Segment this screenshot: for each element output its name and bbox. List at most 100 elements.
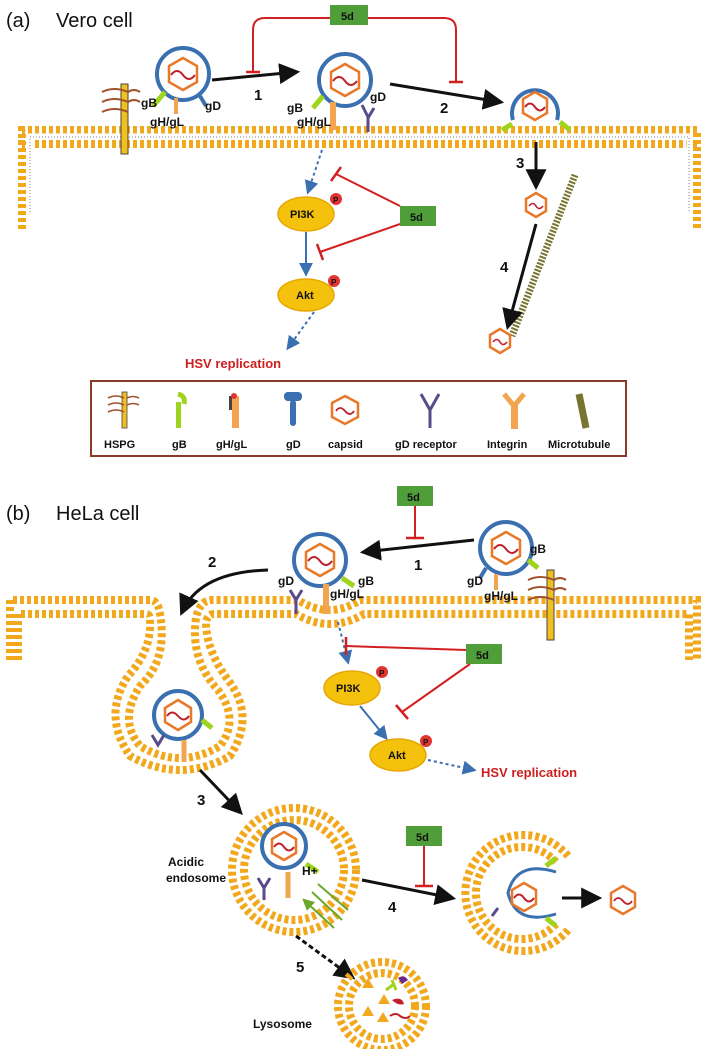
fused-endosome-b (461, 831, 572, 955)
legend-item-gd-receptor: gD receptor (395, 439, 457, 451)
signal-arrow-pi3k-akt-b (359, 705, 388, 741)
signal-arrow-akt-replication-a (286, 311, 315, 351)
gd-receptor-icon (419, 393, 441, 428)
step-1-a: 1 (254, 87, 262, 104)
akt-phospho-b: P (423, 738, 429, 747)
legend-item-microtubule: Microtubule (548, 439, 610, 451)
akt-node-a (277, 275, 340, 312)
capsid-released-b (609, 884, 637, 916)
label-gHgL-a1: gH/gL (150, 115, 184, 129)
capsid-nucleus-a (488, 327, 512, 355)
pi3k-node-a (277, 193, 342, 232)
replication-label-a: HSV replication (185, 356, 281, 371)
inhibitor-label-top-a: 5d (341, 11, 354, 23)
legend-item-hspg: HSPG (104, 439, 135, 451)
inhibit-bar-akt-a (315, 243, 325, 261)
step-2-a: 2 (440, 100, 448, 117)
step-3-a: 3 (516, 155, 524, 172)
inhibit-line-akt-a (319, 223, 401, 253)
label-gHgL-b2: gH/gL (330, 587, 364, 601)
akt-node-b (369, 735, 432, 772)
pi3k-label-b: PI3K (336, 683, 361, 695)
label-gHgL-b1: gH/gL (484, 589, 518, 603)
virion-attached-b (288, 532, 356, 614)
akt-phospho-a: P (331, 278, 337, 287)
label-gB-b1: gB (530, 542, 546, 556)
pi3k-phospho-b: P (379, 669, 385, 678)
legend-item-capsid: capsid (328, 439, 363, 451)
proton-label: H+ (302, 864, 318, 878)
gd-icon (284, 392, 302, 426)
pi3k-label-a: PI3K (290, 209, 315, 221)
step-1-b: 1 (414, 557, 422, 574)
arrow-step-2-a (389, 82, 505, 110)
inhibitor-box-top-a (330, 5, 368, 25)
pi3k-phospho-a: P (333, 196, 339, 205)
arrow-step-5-b (295, 934, 356, 980)
microtubule-a (508, 173, 579, 338)
inhibit-line-top-a (252, 17, 457, 82)
label-gD-a1: gD (205, 99, 221, 113)
inhibit-bar-akt-b (395, 704, 409, 720)
arrow-step-4-b (361, 878, 457, 906)
panel-b: (b) HeLa cell gB gD gH/gL 1 5d (6, 486, 701, 1049)
inhibitor-box-mid-b (466, 644, 502, 664)
arrow-step-3-b (198, 768, 243, 816)
virion-approaching-a (151, 46, 211, 114)
label-gB-a2: gB (287, 101, 303, 115)
inhibit-line-akt-b (401, 663, 471, 713)
virion-approaching-b (478, 520, 540, 590)
hspg-receptor-b (527, 569, 567, 641)
legend: HSPG gB gH/gL gD capsid gD receptor Inte… (90, 380, 627, 457)
legend-item-gb: gB (172, 439, 187, 451)
step-3-b: 3 (197, 792, 205, 809)
legend-item-gd: gD (286, 439, 301, 451)
endosome-label-2: endosome (166, 871, 226, 885)
arrow-step-2-b (179, 568, 269, 616)
capsid-icon (330, 394, 360, 426)
inhibit-bar-pi3k-a (329, 166, 343, 182)
inhibitor-label-top-b: 5d (407, 492, 420, 504)
label-gD-b2: gD (278, 574, 294, 588)
gb-icon (176, 391, 187, 428)
endosome-label-1: Acidic (168, 855, 204, 869)
inhibit-line-pi3k-b (345, 645, 467, 651)
label-gB-b2: gB (358, 574, 374, 588)
label-gD-a2: gD (370, 90, 386, 104)
panel-a-tag: (a) (6, 10, 30, 32)
hspg-receptor-a (101, 83, 141, 155)
microtubule-icon (575, 393, 590, 429)
step-4-b: 4 (388, 899, 397, 916)
signal-arrow-receptor-pi3k-b (337, 621, 353, 665)
inhibit-line-pi3k-a (335, 173, 401, 207)
step-4-a: 4 (500, 259, 509, 276)
panel-a: (a) Vero cell gB gH/gL gD 1 (6, 5, 701, 371)
panel-b-tag: (b) (6, 503, 30, 525)
capsid-released-a (524, 191, 548, 219)
hspg-icon (107, 391, 140, 429)
gh-gl-icon (229, 393, 239, 428)
inhibitor-box-mid-a (400, 206, 436, 226)
signal-arrow-akt-replication-b (427, 759, 477, 775)
virion-fusing-a (500, 88, 572, 133)
legend-item-integrin: Integrin (487, 439, 528, 451)
akt-label-a: Akt (296, 290, 314, 302)
akt-label-b: Akt (388, 750, 406, 762)
label-gHgL-a2: gH/gL (297, 115, 331, 129)
legend-item-gh-gl: gH/gL (216, 439, 247, 451)
label-gB-a1: gB (141, 96, 157, 110)
lysosome-label: Lysosome (253, 1017, 312, 1031)
inhibitor-label-mid-b: 5d (476, 650, 489, 662)
step-2-b: 2 (208, 554, 216, 571)
panel-b-title: HeLa cell (56, 503, 139, 525)
replication-label-b: HSV replication (481, 765, 577, 780)
integrin-icon (502, 392, 526, 429)
signal-arrow-receptor-pi3k-a (304, 149, 323, 195)
virion-endocytosed-b (150, 689, 214, 762)
plasma-membrane-b (6, 596, 701, 774)
arrow-step-1-a (211, 63, 301, 85)
lysosome-b (334, 958, 430, 1049)
arrow-step-4-a (502, 223, 538, 331)
virion-attached-a (311, 52, 376, 132)
